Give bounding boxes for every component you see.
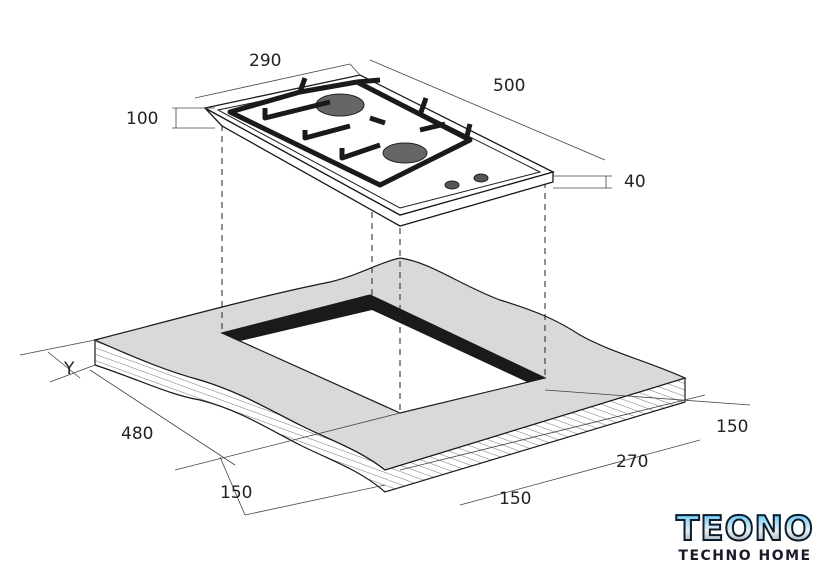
dimension-hob-thickness: 40	[624, 172, 646, 192]
dimension-side-margin: 150	[499, 489, 532, 509]
dimension-hob-depth: 500	[493, 76, 526, 96]
brand-logo: TEONO TECHNO HOME	[662, 511, 828, 564]
logo-brand: TEONO	[662, 511, 828, 547]
dimension-right-margin: 150	[716, 417, 749, 437]
burner-front-icon	[382, 142, 428, 164]
dimension-lines	[19, 59, 751, 516]
dimension-cutout-width: 270	[616, 452, 649, 472]
dimension-hob-height-top: 100	[126, 109, 159, 129]
control-knob-icon	[473, 173, 489, 183]
control-knob-icon	[444, 180, 460, 190]
dimension-worktop-y: Y	[64, 359, 75, 379]
dimension-front-margin: 150	[220, 483, 253, 503]
projection-lines	[221, 125, 546, 413]
cutout-inner-wall	[222, 295, 545, 382]
logo-tagline: TECHNO HOME	[678, 548, 812, 564]
worktop	[93, 257, 687, 493]
dimension-hob-width: 290	[249, 51, 282, 71]
gas-hob	[203, 74, 555, 227]
pan-support-grate	[227, 77, 473, 188]
dimension-cutout-depth: 480	[121, 424, 154, 444]
